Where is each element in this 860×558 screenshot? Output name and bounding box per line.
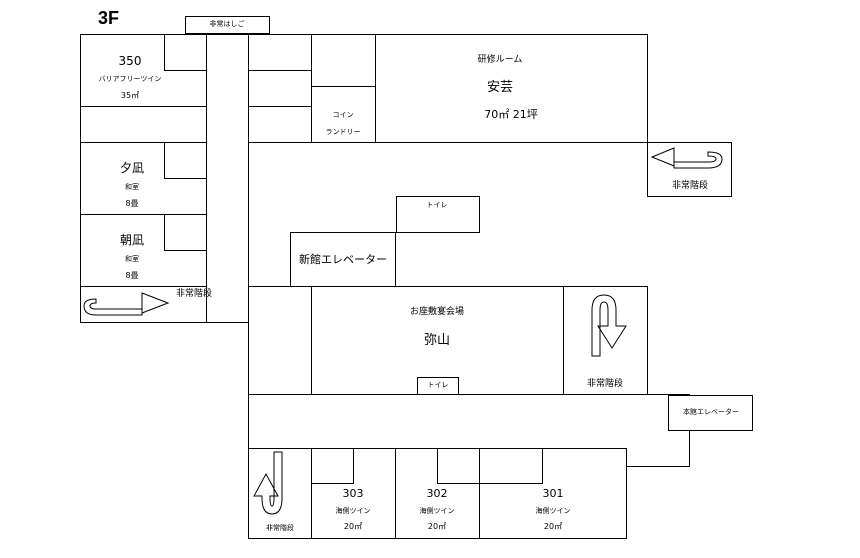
room-302-closet <box>437 448 480 484</box>
room-303-number: 303 <box>342 487 364 500</box>
room-350-closet <box>164 34 207 71</box>
toilet-top-label: トイレ <box>426 201 448 209</box>
asanagi-size: 8畳 <box>125 271 139 280</box>
room-301-number: 301 <box>542 487 564 500</box>
main-elevator-label: 本館エレベーター <box>683 408 739 416</box>
toilet-bottom-label: トイレ <box>427 381 449 389</box>
new-elevator-label: 新館エレベーター <box>299 253 387 266</box>
room-303-type: 海側ツイン <box>335 507 371 515</box>
yuunagi-type: 和室 <box>125 183 139 191</box>
aki-room <box>375 34 648 143</box>
u-turn-arrow-icon-south <box>253 451 283 515</box>
room-302-size: 20㎡ <box>427 522 447 531</box>
north-storage <box>311 34 376 87</box>
toilet-top <box>396 196 480 233</box>
coin-laundry-line2: ランドリー <box>325 128 361 136</box>
north-small-1 <box>248 34 312 71</box>
yuunagi-closet <box>164 142 207 179</box>
stairs-west-label: 非常階段 <box>176 289 213 299</box>
room-350-type: バリアフリーツイン <box>98 75 162 83</box>
coin-laundry-line1: コイン <box>332 111 354 119</box>
east-stairs-box <box>647 142 732 197</box>
west-blank-block <box>80 106 207 143</box>
yuunagi-name: 夕凪 <box>119 161 145 175</box>
u-turn-arrow-icon-west <box>83 292 170 316</box>
aki-name: 安芸 <box>486 80 514 95</box>
room-301-type: 海側ツイン <box>535 507 571 515</box>
banquet-west-room <box>248 286 312 395</box>
banquet-name: 弥山 <box>423 333 451 348</box>
room-301-closet <box>479 448 543 484</box>
yuunagi-size: 8畳 <box>125 199 139 208</box>
main-elevator-box <box>668 395 753 431</box>
asanagi-type: 和室 <box>125 255 139 263</box>
room-302-type: 海側ツイン <box>419 507 455 515</box>
north-small-2 <box>248 70 312 107</box>
room-303-size: 20㎡ <box>343 522 363 531</box>
asanagi-name: 朝凪 <box>119 233 145 247</box>
aki-heading: 研修ルーム <box>477 55 523 65</box>
new-elevator-room <box>290 232 396 287</box>
u-turn-arrow-icon-east <box>650 147 723 169</box>
banquet-heading: お座敷宴会場 <box>409 307 465 317</box>
banquet-hall <box>311 286 564 395</box>
floor-label: 3F <box>98 8 120 28</box>
escape-ladder-label: 非常はしご <box>209 20 245 28</box>
escape-ladder-box <box>185 16 270 34</box>
stairs-south-label: 非常階段 <box>266 524 294 532</box>
room-303-closet <box>311 448 354 484</box>
u-turn-arrow-icon-center <box>591 294 627 357</box>
stairs-east-label: 非常階段 <box>671 181 709 191</box>
center-stairs-room <box>563 286 648 395</box>
asanagi-closet <box>164 214 207 251</box>
stairs-center-label: 非常階段 <box>586 379 624 389</box>
north-small-3 <box>248 106 312 143</box>
aki-size: 70㎡ 21坪 <box>484 108 538 121</box>
room-302-number: 302 <box>426 487 448 500</box>
room-301-size: 20㎡ <box>543 522 563 531</box>
room-350-number: 350 <box>118 54 142 68</box>
room-350-size: 35㎡ <box>120 91 140 100</box>
